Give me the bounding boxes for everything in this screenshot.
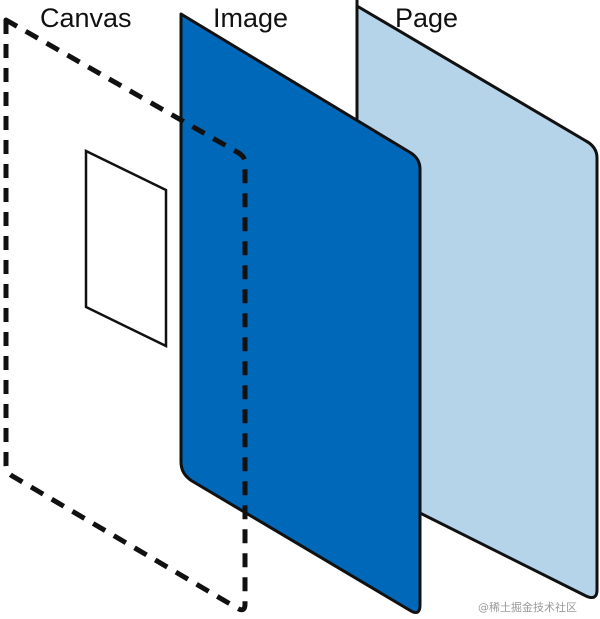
canvas-label: Canvas <box>40 3 132 33</box>
image-layer <box>179 12 422 614</box>
image-label: Image <box>213 3 288 33</box>
canvas-region <box>84 149 168 348</box>
watermark-text: @稀土掘金技术社区 <box>478 600 577 614</box>
canvas-layer <box>3 17 248 613</box>
page-label: Page <box>395 3 458 33</box>
